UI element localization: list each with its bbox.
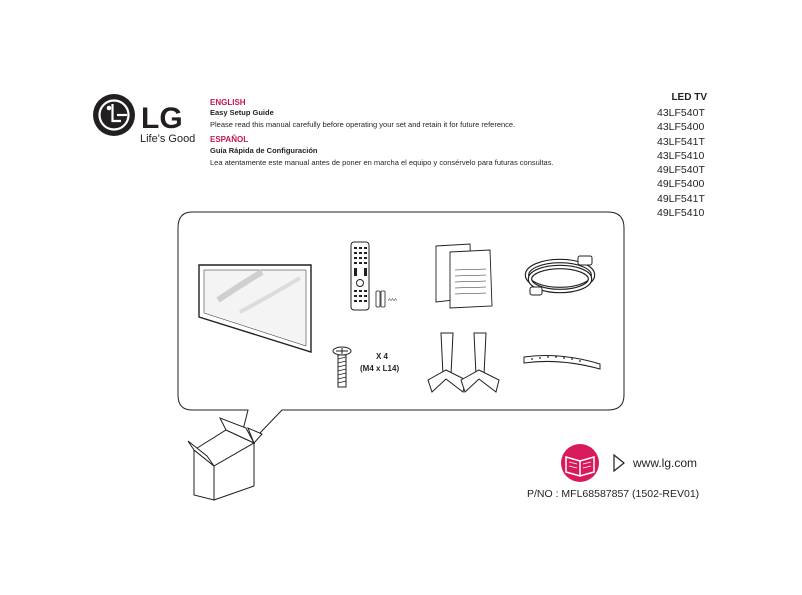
screw-icon [332, 346, 352, 388]
spanish-language-label: ESPAÑOL [210, 135, 249, 144]
tv-panel-icon [198, 264, 312, 353]
model-number: 43LF5410 [657, 149, 705, 162]
english-language-label: ENGLISH [210, 98, 246, 107]
batteries-icon [375, 290, 386, 308]
model-number: 49LF5410 [657, 207, 705, 220]
cable-holder-icon [523, 355, 601, 370]
english-title: Easy Setup Guide [210, 108, 274, 117]
spanish-title: Guía Rápida de Configuración [210, 146, 318, 155]
part-number: P/NO : MFL68587857 (1502-REV01) [527, 488, 700, 500]
brand-name: LG [141, 102, 183, 135]
website-link[interactable]: www.lg.com [633, 456, 698, 470]
arrow-right-icon [613, 453, 625, 473]
stand-icon [427, 332, 500, 393]
box-icon [187, 417, 263, 501]
battery-label: AAA [388, 297, 398, 302]
manuals-icon [435, 243, 493, 309]
product-type: LED TV [671, 92, 707, 103]
screw-count: X 4 [376, 352, 389, 361]
model-number: 49LF540T [657, 164, 705, 177]
lg-logo-icon: LG [93, 94, 183, 136]
model-list: 43LF540T 43LF5400 43LF541T 43LF5410 49LF… [657, 106, 705, 220]
speech-bubble [177, 211, 625, 460]
remote-control-icon [350, 241, 370, 311]
lg-logo: LG [93, 94, 183, 141]
model-number: 49LF541T [657, 192, 705, 205]
model-number: 43LF5400 [657, 121, 705, 134]
brand-tagline: Life's Good [140, 133, 196, 145]
model-number: 43LF540T [657, 107, 705, 119]
model-number: 49LF5400 [657, 178, 705, 191]
screw-size: (M4 x L14) [360, 364, 400, 373]
english-description: Please read this manual carefully before… [210, 120, 516, 129]
power-cord-icon [524, 255, 596, 296]
spanish-description: Lea atentamente este manual antes de pon… [210, 158, 554, 167]
model-number: 43LF541T [657, 135, 705, 148]
manual-book-icon [561, 444, 599, 482]
